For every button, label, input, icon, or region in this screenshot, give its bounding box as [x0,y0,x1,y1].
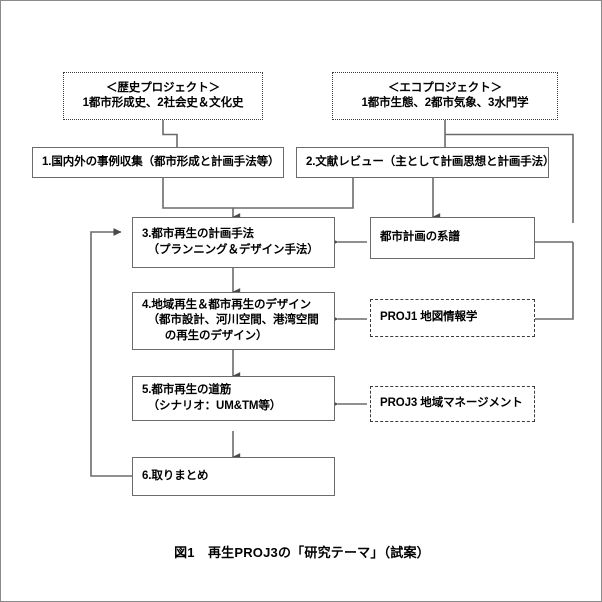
step-3-label-1: 3.都市再生の計画手法 [142,228,254,241]
wire-step2-merge-to-step3 [233,178,354,209]
genealogy-label: 都市計画の系譜 [380,231,460,244]
step-3-label-2: （プランニング＆デザイン手法） [142,243,319,256]
step-5-label-2: （シナリオ：UM&TM等） [142,399,282,412]
step-3-box[interactable]: 3.都市再生の計画手法 （プランニング＆デザイン手法） [132,217,335,268]
eco-project-line-1: ＜エコプロジェクト＞ [388,81,502,94]
wire-step1-to-step3 [162,178,241,221]
step-2-label: 2.文献レビュー（主として計画思想と計画手法） [306,155,555,168]
genealogy-box[interactable]: 都市計画の系譜 [370,217,535,259]
history-project-line-1: ＜歴史プロジェクト＞ [106,81,220,94]
step-4-label-1: 4.地域再生＆都市再生のデザイン [142,299,311,312]
history-project-line-2: 1都市形成史、2社会史＆文化史 [82,97,244,109]
step-1-label: 1.国内外の事例収集（都市形成と計画手法等） [42,155,280,168]
step-4-box[interactable]: 4.地域再生＆都市再生のデザイン （都市設計、河川空間、港湾空間 の再生のデザイ… [132,292,335,350]
proj1-box[interactable]: PROJ1 地図情報学 [370,299,535,337]
figure-caption: 図1 再生PROJ3の「研究テーマ」（試案） [174,545,430,560]
step-6-box[interactable]: 6.取りまとめ [132,457,335,496]
wire-history-to-step1 [162,120,178,147]
step-2-box[interactable]: 2.文献レビュー（主として計画思想と計画手法） [296,147,555,178]
step-6-label: 6.取りまとめ [142,469,209,482]
step-1-box[interactable]: 1.国内外の事例収集（都市形成と計画手法等） [32,147,284,178]
eco-project-box[interactable]: ＜エコプロジェクト＞ 1都市生態、2都市気象、3水門学 [332,72,558,120]
history-project-box[interactable]: ＜歴史プロジェクト＞ 1都市形成史、2社会史＆文化史 [63,72,263,120]
proj1-label: PROJ1 地図情報学 [380,311,478,324]
step-5-label-1: 5.都市再生の道筋 [142,384,232,397]
proj3-label: PROJ3 地域マネージメント [380,397,523,410]
wire-step6-feedback-to-step3 [90,228,132,477]
step-4-label-2: （都市設計、河川空間、港湾空間 [142,314,319,327]
proj3-box[interactable]: PROJ3 地域マネージメント [370,386,535,422]
eco-project-line-2: 1都市生態、2都市気象、3水門学 [361,97,529,109]
step-4-label-3: の再生のデザイン） [142,329,268,342]
step-5-box[interactable]: 5.都市再生の道筋 （シナリオ：UM&TM等） [132,376,335,421]
wire-bus-to-proj1 [527,242,574,323]
